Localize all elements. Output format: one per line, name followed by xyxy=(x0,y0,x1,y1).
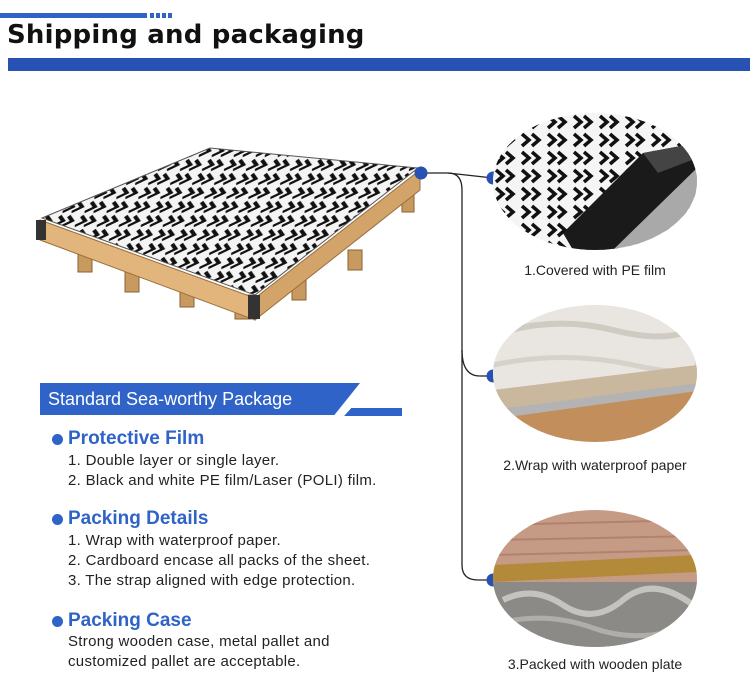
photo-pe-film xyxy=(493,113,697,250)
section-line: Strong wooden case, metal pallet and xyxy=(68,633,330,650)
header-accent-bar xyxy=(0,13,147,18)
bullet-icon xyxy=(52,434,63,445)
section-title-packing-case: Packing Case xyxy=(68,610,192,631)
bullet-icon xyxy=(52,514,63,525)
section-title-packing-details: Packing Details xyxy=(68,508,209,529)
header-accent-segment xyxy=(156,13,160,18)
photo-waterproof-paper xyxy=(493,305,697,442)
photo-caption: 2.Wrap with waterproof paper xyxy=(503,457,687,473)
section-line: 1. Wrap with waterproof paper. xyxy=(68,532,281,549)
header-rule xyxy=(8,58,750,71)
photo-caption: 3.Packed with wooden plate xyxy=(507,656,683,672)
section-line: customized pallet are acceptable. xyxy=(68,653,301,670)
page-title: Shipping and packaging xyxy=(7,20,365,50)
section-title-protective-film: Protective Film xyxy=(68,428,205,449)
section-line: 2. Cardboard encase all packs of the she… xyxy=(68,552,371,569)
header-accent-segment xyxy=(150,13,154,18)
photo-wooden-plate xyxy=(493,510,697,647)
section-line: 1. Double layer or single layer. xyxy=(68,452,280,469)
section-line: 3. The strap aligned with edge protectio… xyxy=(68,572,356,589)
package-banner-text: Standard Sea-worthy Package xyxy=(48,389,293,409)
package-banner xyxy=(40,383,360,415)
section-line: 2. Black and white PE film/Laser (POLI) … xyxy=(68,472,377,489)
bullet-icon xyxy=(52,616,63,627)
product-image xyxy=(36,147,421,322)
header-accent-segment xyxy=(168,13,172,18)
banner-underline xyxy=(344,408,402,416)
photo-caption: 1.Covered with PE film xyxy=(524,262,666,278)
header-accent-segment xyxy=(162,13,166,18)
